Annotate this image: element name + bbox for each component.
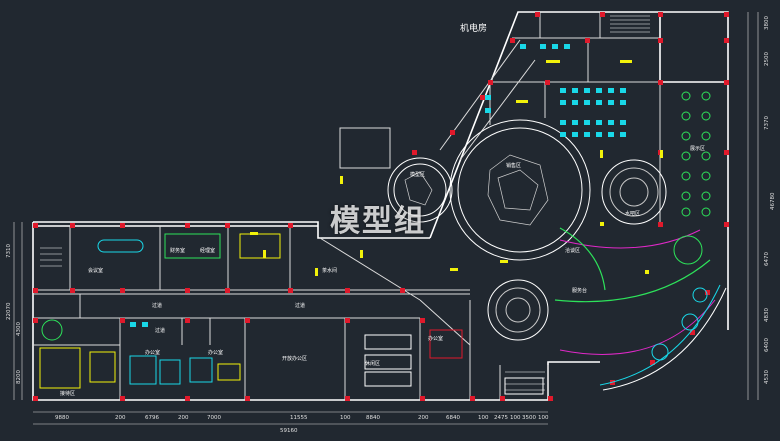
label-reception: 接待区 [60, 390, 75, 397]
label-exhibit: 展示区 [690, 146, 705, 152]
dim-r-6: 6400 [764, 338, 770, 352]
dim-b-7: 8840 [366, 415, 380, 421]
workstations-top [130, 44, 626, 327]
dim-b-14: 100 [538, 415, 549, 421]
dim-b-total: 59160 [280, 428, 298, 434]
dim-b-1: 200 [115, 415, 126, 421]
dim-b-10: 100 [478, 415, 489, 421]
label-office-b: 办公室 [208, 349, 223, 356]
label-open-office: 开放办公区 [282, 355, 307, 362]
dim-b-0: 9880 [55, 415, 69, 421]
furniture [39, 233, 544, 395]
dim-b-2: 6796 [145, 415, 159, 421]
dim-l-3: 8200 [16, 370, 22, 384]
dim-l-0: 7310 [6, 244, 12, 258]
dim-b-12: 100 [510, 415, 521, 421]
dim-r-3: 46780 [770, 192, 776, 210]
label-corridor-2: 过道 [295, 302, 305, 309]
label-meeting-room: 会议室 [88, 267, 103, 274]
yellow-accents [250, 60, 663, 276]
dim-b-9: 6840 [446, 415, 460, 421]
label-service: 服务台 [572, 287, 587, 294]
label-negotiation: 洽谈区 [565, 247, 580, 254]
label-water-bar: 水吧区 [625, 210, 640, 217]
curved-facade [554, 227, 727, 391]
label-corridor-1: 过道 [152, 302, 162, 309]
dim-r-0: 3800 [764, 16, 770, 30]
label-lounge: 休闲区 [365, 360, 380, 367]
label-finance: 财务室 [170, 247, 185, 254]
rotunda [387, 119, 667, 341]
rotunda-model [404, 154, 549, 226]
dim-r-4: 6470 [764, 252, 770, 266]
label-model-area: 模型区 [410, 171, 425, 178]
dim-b-8: 200 [418, 415, 429, 421]
watermark: 模型组 [330, 204, 426, 239]
structural-columns [33, 12, 729, 401]
dim-l-2: 4300 [16, 322, 22, 336]
dim-b-11: 2475 [494, 415, 508, 421]
label-tea-room: 茶水间 [322, 267, 337, 274]
dim-l-1: 22070 [6, 302, 12, 320]
dim-b-3: 200 [178, 415, 189, 421]
label-sales-area: 销售区 [506, 162, 521, 169]
lounge-seats [681, 91, 711, 217]
dim-b-6: 100 [340, 415, 351, 421]
label-office-a: 办公室 [145, 349, 160, 356]
dimension-lines [13, 12, 759, 425]
dim-r-2: 7370 [764, 116, 770, 130]
label-office-c: 办公室 [428, 335, 443, 342]
label-manager-office: 经理室 [200, 247, 215, 254]
room-labels: 机电房 会议室 财务室 经理室 办公室 办公室 接待区 开放办公区 茶水间 休闲… [60, 22, 705, 397]
interior-walls [33, 12, 661, 400]
label-mep-room: 机电房 [460, 22, 487, 34]
dim-b-13: 3500 [522, 415, 536, 421]
dim-r-7: 4530 [764, 370, 770, 384]
stairs [40, 15, 650, 391]
dim-r-1: 2500 [764, 52, 770, 66]
label-corridor-3: 过道 [155, 327, 165, 334]
dim-b-5: 11555 [290, 415, 308, 421]
dim-r-5: 4830 [764, 308, 770, 322]
dimension-text: 9880 200 6796 200 7000 11555 100 8840 20… [6, 16, 776, 434]
dim-b-4: 7000 [207, 415, 221, 421]
